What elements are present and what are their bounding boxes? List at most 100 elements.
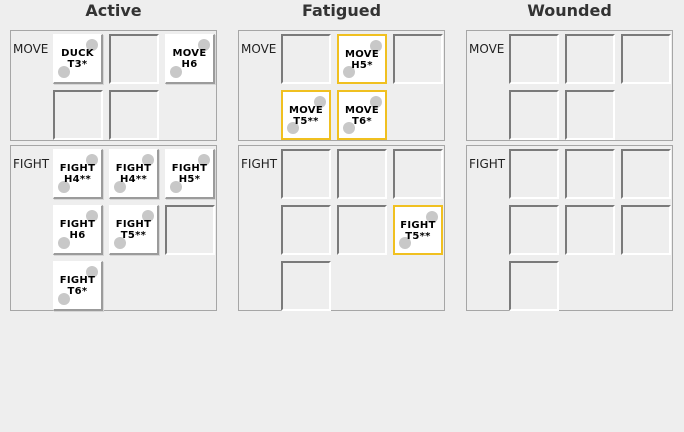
empty-chit-slot[interactable] bbox=[509, 34, 559, 84]
active-column-title: Active bbox=[85, 1, 142, 20]
dot-marker-icon bbox=[399, 237, 411, 249]
chit-code: H4** bbox=[64, 174, 91, 185]
fight-section-label: FIGHT bbox=[13, 157, 50, 171]
fight-section-label: FIGHT bbox=[241, 157, 278, 171]
dot-marker-icon bbox=[142, 210, 154, 222]
empty-chit-slot[interactable] bbox=[109, 34, 159, 84]
empty-chit-slot[interactable] bbox=[565, 205, 615, 255]
dot-marker-icon bbox=[86, 266, 98, 278]
empty-chit-slot[interactable] bbox=[281, 205, 331, 255]
dot-marker-icon bbox=[198, 154, 210, 166]
empty-chit-slot[interactable] bbox=[281, 149, 331, 199]
dot-marker-icon bbox=[343, 66, 355, 78]
empty-chit-slot[interactable] bbox=[281, 261, 331, 311]
empty-chit-slot[interactable] bbox=[109, 90, 159, 140]
wounded-move-panel: MOVE bbox=[466, 30, 673, 141]
empty-chit-slot[interactable] bbox=[621, 34, 671, 84]
dot-marker-icon bbox=[370, 96, 382, 108]
dot-marker-icon bbox=[198, 39, 210, 51]
chit-code: T5** bbox=[405, 231, 431, 242]
empty-chit-slot[interactable] bbox=[621, 149, 671, 199]
chit-code: T6* bbox=[67, 286, 88, 297]
empty-chit-slot[interactable] bbox=[393, 34, 443, 84]
empty-chit-slot[interactable] bbox=[337, 149, 387, 199]
chit-action: FIGHT bbox=[59, 219, 96, 230]
dot-marker-icon bbox=[58, 293, 70, 305]
empty-chit-slot[interactable] bbox=[621, 205, 671, 255]
dot-marker-icon bbox=[114, 237, 126, 249]
dot-marker-icon bbox=[114, 181, 126, 193]
dot-marker-icon bbox=[343, 122, 355, 134]
chit-code: H6 bbox=[69, 230, 86, 241]
dot-marker-icon bbox=[142, 154, 154, 166]
dot-marker-icon bbox=[314, 96, 326, 108]
empty-chit-slot[interactable] bbox=[337, 205, 387, 255]
empty-chit-slot[interactable] bbox=[565, 90, 615, 140]
chit-action: FIGHT bbox=[115, 219, 152, 230]
chit-code: H4** bbox=[120, 174, 147, 185]
empty-chit-slot[interactable] bbox=[53, 90, 103, 140]
dot-marker-icon bbox=[58, 181, 70, 193]
empty-chit-slot[interactable] bbox=[281, 34, 331, 84]
empty-chit-slot[interactable] bbox=[165, 205, 215, 255]
dot-marker-icon bbox=[287, 122, 299, 134]
chit-code: T3* bbox=[67, 59, 88, 70]
empty-chit-slot[interactable] bbox=[509, 261, 559, 311]
dot-marker-icon bbox=[426, 211, 438, 223]
chit-action: DUCK bbox=[61, 48, 94, 59]
wounded-column-title: Wounded bbox=[527, 1, 612, 20]
chit-action: FIGHT bbox=[115, 163, 152, 174]
dot-marker-icon bbox=[58, 237, 70, 249]
chit-action: FIGHT bbox=[59, 275, 96, 286]
chit-code: H5* bbox=[351, 60, 373, 71]
move-section-label: MOVE bbox=[469, 42, 505, 56]
empty-chit-slot[interactable] bbox=[509, 90, 559, 140]
chit-code: H5* bbox=[178, 174, 201, 185]
chit-action: MOVE bbox=[289, 105, 323, 116]
chit-code: T5** bbox=[293, 116, 319, 127]
fight-section-label: FIGHT bbox=[469, 157, 506, 171]
chit-action: MOVE bbox=[345, 49, 379, 60]
empty-chit-slot[interactable] bbox=[509, 149, 559, 199]
chit-action: MOVE bbox=[345, 105, 379, 116]
chit-code: H6 bbox=[181, 59, 198, 70]
chit-action: FIGHT bbox=[171, 163, 208, 174]
empty-chit-slot[interactable] bbox=[509, 205, 559, 255]
empty-chit-slot[interactable] bbox=[565, 149, 615, 199]
dot-marker-icon bbox=[370, 40, 382, 52]
move-section-label: MOVE bbox=[13, 42, 49, 56]
dot-marker-icon bbox=[86, 154, 98, 166]
empty-chit-slot[interactable] bbox=[565, 34, 615, 84]
dot-marker-icon bbox=[170, 181, 182, 193]
dot-marker-icon bbox=[170, 66, 182, 78]
fatigued-column-title: Fatigued bbox=[301, 1, 382, 20]
empty-chit-slot[interactable] bbox=[393, 149, 443, 199]
chit-action: FIGHT bbox=[59, 163, 96, 174]
chit-code: T6* bbox=[352, 116, 372, 127]
